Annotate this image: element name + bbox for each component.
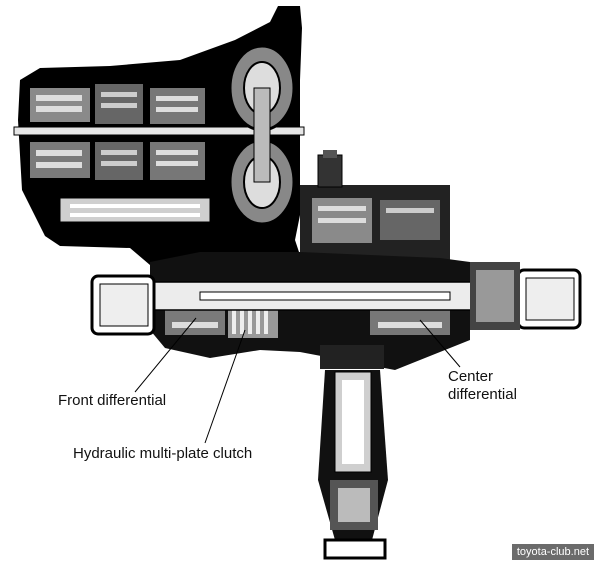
transfer-case [300, 150, 450, 260]
watermark: toyota-club.net [511, 544, 594, 560]
drive-axle [90, 262, 582, 336]
center-differential-label-line1: Center [448, 368, 494, 385]
torque-converter [228, 44, 296, 226]
transmission-case [13, 6, 305, 265]
rear-output-shaft [318, 345, 388, 560]
leader-lines [134, 317, 461, 444]
center-differential-label: Center differential [448, 368, 517, 404]
differential-housing [150, 252, 470, 370]
center-differential-label-line2: differential [448, 386, 517, 403]
hydraulic-clutch-label: Hydraulic multi-plate clutch [73, 445, 253, 462]
front-differential-label: Front differential [58, 392, 167, 409]
